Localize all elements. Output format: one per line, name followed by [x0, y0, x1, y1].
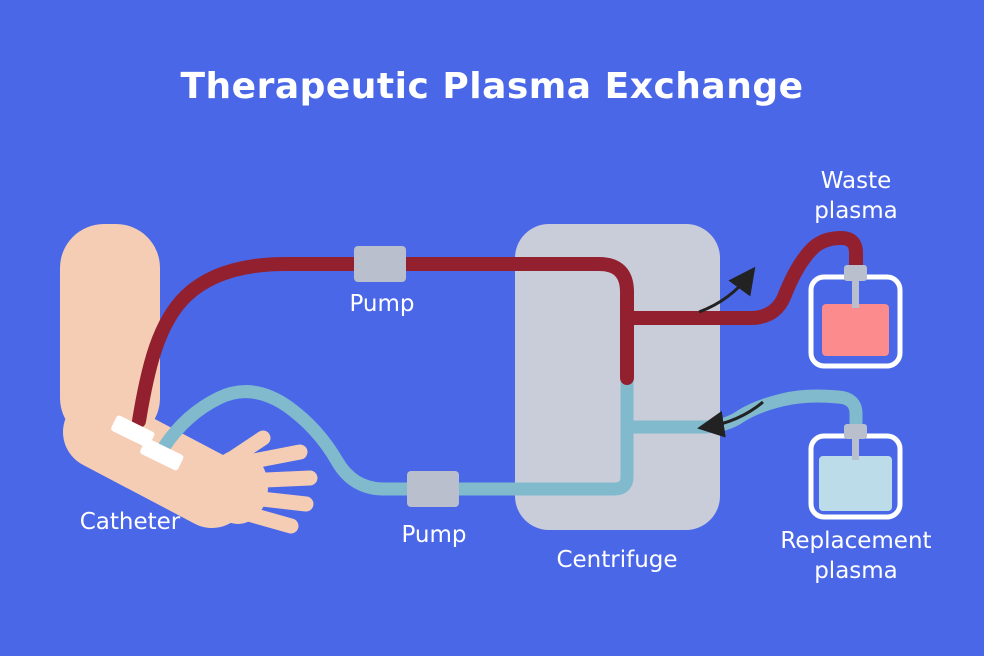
replacement-plasma-label: Replacement plasma: [780, 528, 932, 585]
centrifuge-label: Centrifuge: [556, 547, 678, 573]
upper-arm: [60, 224, 160, 442]
replacement-bag-cap: [844, 424, 867, 439]
middle-finger: [236, 470, 318, 489]
pump-bottom-label: Pump: [401, 522, 467, 548]
index-finger: [230, 444, 308, 472]
replacement-plasma-bag: [808, 424, 903, 520]
centrifuge-body: [515, 224, 720, 530]
replacement-bag-inner-tube: [852, 438, 859, 460]
waste-plasma-bag: [808, 265, 903, 369]
plasma-return-tube: [157, 365, 634, 496]
catheter-patch-bottom: [140, 438, 184, 471]
flow-arrow-to-waste: [698, 266, 756, 314]
replacement-plasma-fluid: [819, 456, 892, 511]
fingers: [222, 430, 318, 534]
ring-finger: [236, 489, 314, 512]
waste-plasma-fluid: [822, 304, 889, 356]
waste-bag-inner-tube: [852, 280, 859, 308]
catheter-label: Catheter: [79, 509, 181, 535]
pump-top-label: Pump: [349, 291, 415, 317]
catheter: [111, 415, 184, 471]
blood-tube: [132, 257, 634, 428]
thumb: [222, 430, 271, 468]
catheter-patch-top: [111, 415, 155, 448]
pump-bottom: [407, 471, 459, 507]
forearm: [63, 395, 249, 528]
waste-bag-cap: [844, 265, 867, 281]
pump-top: [354, 246, 406, 282]
diagram-title: Therapeutic Plasma Exchange: [180, 66, 804, 107]
patient-arm: [60, 224, 318, 534]
waste-plasma-tube: [620, 230, 863, 325]
waste-plasma-label: Waste plasma: [814, 168, 898, 225]
flow-arrow-from-replacement: [697, 400, 764, 438]
pinky-finger: [230, 503, 299, 534]
